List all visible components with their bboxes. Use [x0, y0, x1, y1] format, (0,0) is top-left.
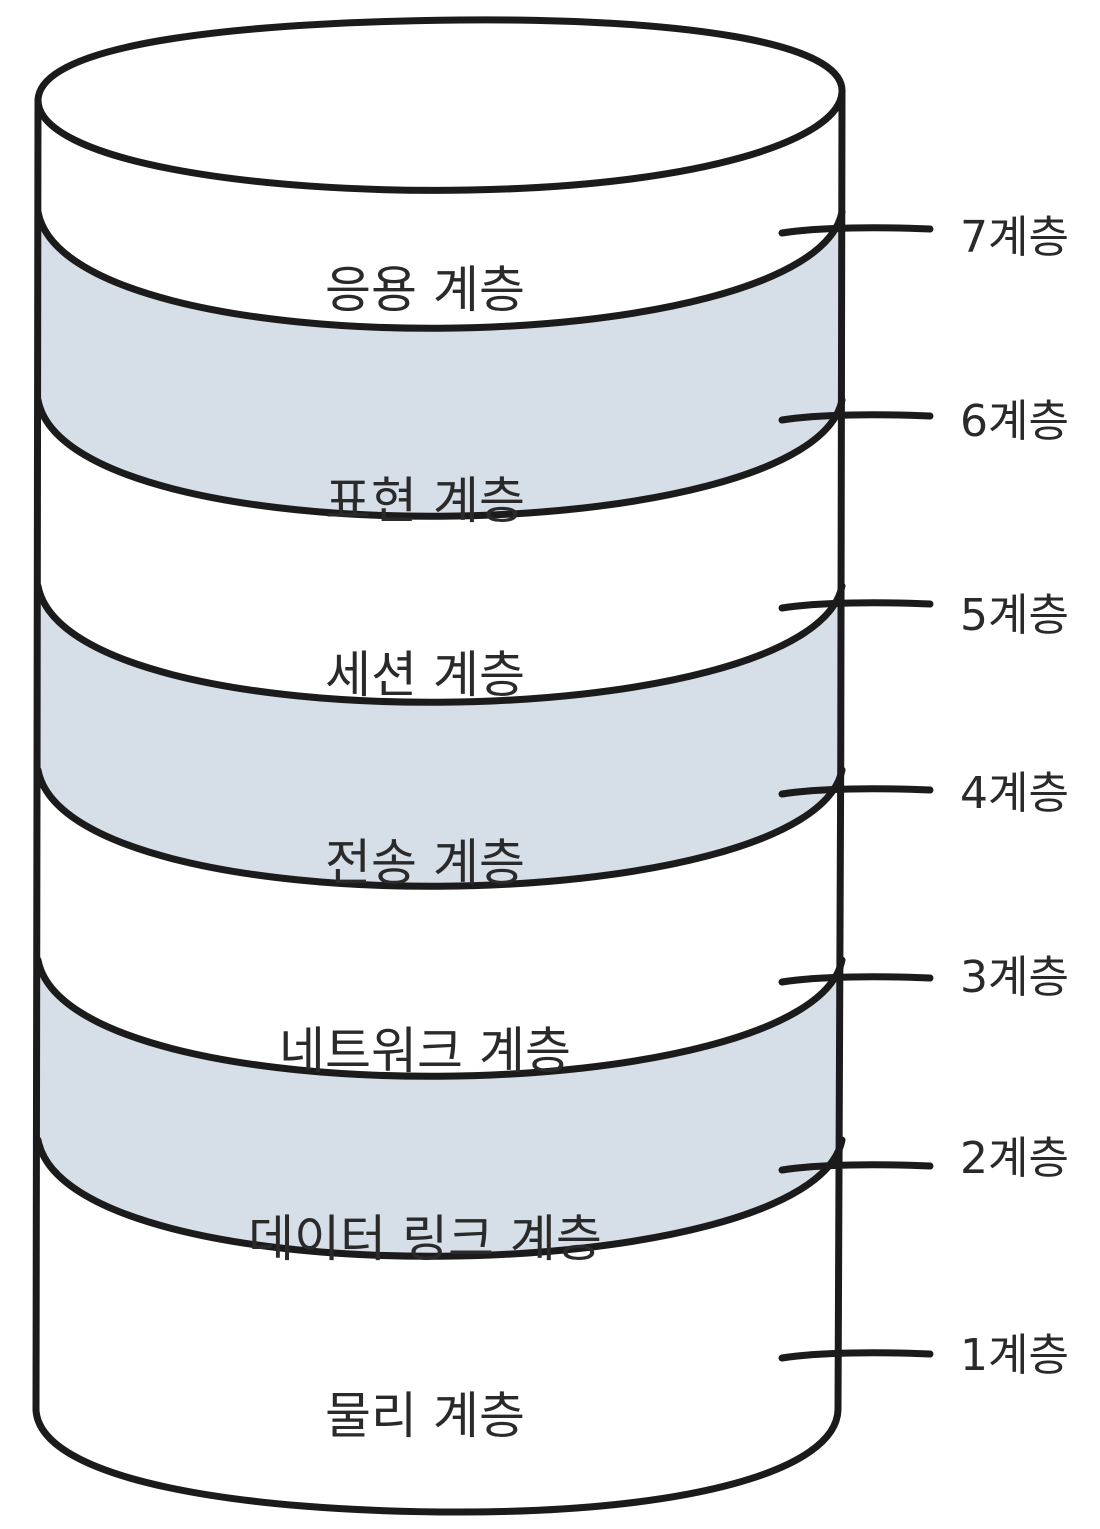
cylinder-top-rim — [34, 16, 846, 194]
layer-name-5: 세션 계층 — [325, 646, 525, 704]
layer-band-1 — [36, 1140, 842, 1512]
layer-name-6: 표현 계층 — [325, 472, 525, 530]
leader-line-6 — [778, 411, 934, 424]
layer-number-6: 6계층 — [960, 396, 1069, 447]
cylinder-right-edge — [834, 88, 846, 1414]
layer-number-3: 3계층 — [960, 952, 1069, 1003]
layer-divider-5 — [34, 956, 846, 1080]
leader-line-4 — [778, 785, 934, 798]
layer-number-1: 1계층 — [960, 1330, 1069, 1381]
layer-band-3 — [38, 770, 842, 1077]
leader-line-1 — [778, 1349, 934, 1362]
layer-name-labels: 응용 계층 표현 계층 세션 계층 전송 계층 네트워크 계층 데이터 링크 계… — [248, 261, 602, 1445]
leader-line-5 — [778, 599, 934, 612]
leader-line-3 — [778, 973, 934, 986]
layer-number-7: 7계층 — [960, 212, 1069, 263]
layer-name-2: 데이터 링크 계층 — [248, 1210, 602, 1268]
layer-band-6 — [38, 212, 842, 517]
layer-number-5: 5계층 — [960, 590, 1069, 641]
cylinder-outline — [32, 16, 846, 1516]
leader-line-2 — [778, 1161, 934, 1174]
layer-divider-2 — [34, 396, 846, 520]
layer-divider-1 — [34, 208, 846, 332]
layer-name-4: 전송 계층 — [325, 834, 525, 892]
layer-number-4: 4계층 — [960, 768, 1069, 819]
layer-name-3: 네트워크 계층 — [279, 1022, 571, 1080]
layer-band-7 — [38, 92, 842, 329]
layer-dividers — [34, 208, 846, 1260]
layer-band-5 — [38, 400, 842, 703]
cylinder-left-edge — [32, 96, 42, 1414]
layer-band-4 — [38, 586, 842, 887]
layer-leader-lines — [778, 224, 934, 1362]
cylinder-bottom-rim — [32, 1406, 842, 1516]
layer-bands — [36, 92, 842, 1512]
layer-divider-4 — [34, 766, 846, 890]
leader-line-7 — [778, 224, 934, 237]
layer-name-1: 물리 계층 — [325, 1387, 525, 1445]
layer-number-labels: 7계층 6계층 5계층 4계층 3계층 2계층 1계층 — [960, 212, 1069, 1381]
layer-divider-3 — [34, 582, 846, 706]
layer-divider-6 — [34, 1136, 846, 1260]
layer-name-7: 응용 계층 — [325, 261, 525, 319]
layer-number-2: 2계층 — [960, 1133, 1069, 1184]
layer-band-2 — [38, 960, 842, 1257]
